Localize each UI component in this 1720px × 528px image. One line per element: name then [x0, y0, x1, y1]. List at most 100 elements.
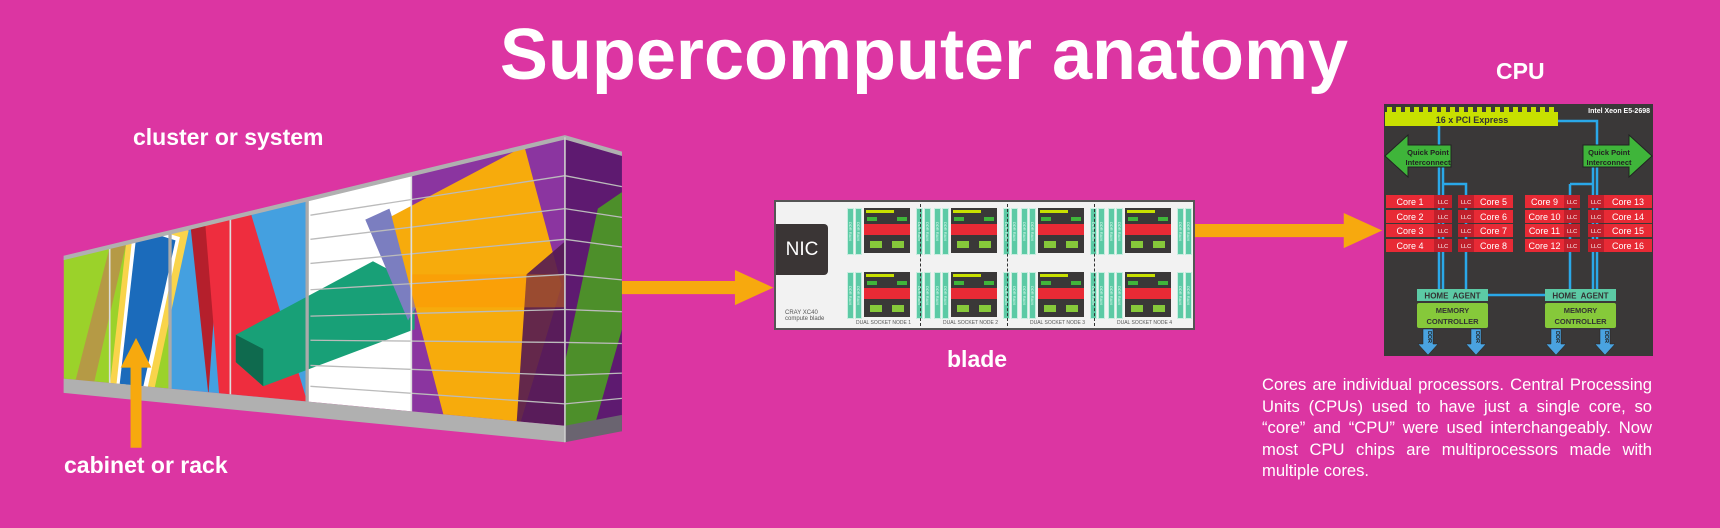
ddr-ram-stick: DDR RAM	[942, 272, 949, 319]
mini-cpu-q1	[867, 281, 877, 285]
ddr-ram-label: DDR RAM	[1012, 286, 1017, 305]
pci-tooth	[1405, 107, 1410, 113]
mini-cpu-q1	[1128, 217, 1138, 221]
ddr-ram-stick: DDR RAM	[847, 272, 854, 319]
mini-cpu-q1	[954, 217, 964, 221]
memory-controller-right: MEMORY CONTROLLER	[1545, 303, 1616, 328]
ddr-ram-label: DDR RAM	[925, 286, 930, 305]
pci-tooth	[1477, 107, 1482, 113]
mini-cpu-g1	[870, 241, 882, 248]
llc-label: LLC	[1461, 229, 1471, 235]
ddr-ram-stick: DDR RAM	[1021, 272, 1028, 319]
pci-tooth	[1522, 107, 1527, 113]
pci-tooth	[1387, 107, 1392, 113]
mini-cpu-g2	[892, 241, 904, 248]
mini-cpu	[1125, 208, 1171, 253]
pci-teeth	[1387, 107, 1554, 113]
llc-label: LLC	[1461, 244, 1471, 250]
mini-cpu-g2	[1066, 241, 1078, 248]
ddr-ram-stick: DDR RAM	[1090, 208, 1097, 255]
ddr-ram-label: DDR RAM	[1022, 222, 1027, 241]
mini-cpu-q2	[1071, 281, 1081, 285]
arrow-to-cabinet	[120, 338, 152, 448]
pci-tooth	[1513, 107, 1518, 113]
llc-label: LLC	[1567, 215, 1577, 221]
ddr-ram-stick: DDR RAM	[1090, 272, 1097, 319]
ddr-ram-stick: DDR RAM	[1003, 272, 1010, 319]
core-label: Core 9	[1531, 197, 1558, 207]
home-agent-label: HOME AGENT	[1424, 292, 1480, 301]
mini-cpu	[1125, 272, 1171, 317]
ddr-ram-label: DDR RAM	[1178, 286, 1183, 305]
page-title: Supercomputer anatomy	[499, 15, 1349, 95]
mini-cpu-red	[864, 288, 910, 299]
mini-cpu	[1038, 208, 1084, 253]
core-label: Core 12	[1528, 241, 1560, 251]
core-9: Core 9 LLC	[1525, 195, 1580, 208]
mini-cpu-g2	[979, 241, 991, 248]
mini-cpu-q2	[984, 281, 994, 285]
ddr-ram-stick: DDR RAM	[924, 272, 931, 319]
core-label: Core 15	[1612, 226, 1644, 236]
ddr-ram-label: DDR RAM	[1091, 286, 1096, 305]
nic-chip: NIC	[776, 224, 828, 275]
llc-label: LLC	[1591, 215, 1601, 221]
ddr-label: DDR	[1603, 331, 1609, 343]
node-divider	[1007, 204, 1008, 326]
pci-tooth	[1414, 107, 1419, 113]
pci-tooth	[1495, 107, 1500, 113]
ddr-ram-label: DDR RAM	[1030, 222, 1035, 241]
mini-cpu-g2	[979, 305, 991, 312]
mini-cpu-q2	[897, 281, 907, 285]
pci-tooth	[1432, 107, 1437, 113]
ddr-ram-label: DDR RAM	[935, 286, 940, 305]
cabinet-row-side	[564, 137, 622, 432]
pci-tooth	[1531, 107, 1536, 113]
qpi-right-line2: Interconnect	[1586, 158, 1632, 167]
mini-cpu-g1	[957, 241, 969, 248]
ddr-ram-label: DDR RAM	[925, 222, 930, 241]
llc-label: LLC	[1438, 229, 1448, 235]
ddr-ram-label: DDR RAM	[1099, 286, 1104, 305]
pci-tooth	[1504, 107, 1509, 113]
ddr-arrow-icon: DDR	[1465, 328, 1487, 356]
ddr-ram-label: DDR RAM	[1012, 222, 1017, 241]
node-label: DUAL SOCKET NODE 2	[943, 320, 999, 326]
ddr-ram-stick: DDR RAM	[1177, 208, 1184, 255]
mini-cpu-q1	[867, 217, 877, 221]
ddr-ram-label: DDR RAM	[943, 286, 948, 305]
ddr-ram-stick: DDR RAM	[1116, 272, 1123, 319]
llc-label: LLC	[1567, 200, 1577, 206]
cpu-description: Cores are individual processors. Central…	[1262, 375, 1652, 481]
memory-controller-line2: CONTROLLER	[1554, 317, 1607, 326]
qpi-right-line1: Quick Point	[1588, 148, 1630, 157]
mini-cpu-g1	[1044, 241, 1056, 248]
pci-tooth	[1441, 107, 1446, 113]
mini-cpu-q2	[897, 217, 907, 221]
mini-cpu-pci	[1040, 210, 1068, 213]
mini-cpu-pci	[953, 210, 981, 213]
memory-controller-left: MEMORY CONTROLLER	[1417, 303, 1488, 328]
core-label: Core 1	[1396, 197, 1423, 207]
ddr-ram-stick: DDR RAM	[1098, 272, 1105, 319]
node-divider	[1094, 204, 1095, 326]
core-label: Core 16	[1612, 241, 1644, 251]
ddr-ram-stick: DDR RAM	[1185, 272, 1192, 319]
pci-tooth	[1549, 107, 1554, 113]
mini-cpu-g1	[957, 305, 969, 312]
memory-controller-line2: CONTROLLER	[1426, 317, 1479, 326]
ddr-label: DDR	[1554, 331, 1560, 343]
ddr-ram-stick: DDR RAM	[1011, 208, 1018, 255]
mini-cpu-pci	[953, 274, 981, 277]
memory-controller-line1: MEMORY	[1564, 306, 1597, 315]
ddr-ram-label: DDR RAM	[1004, 286, 1009, 305]
ddr-ram-stick: DDR RAM	[1011, 272, 1018, 319]
llc-label: LLC	[1438, 244, 1448, 250]
